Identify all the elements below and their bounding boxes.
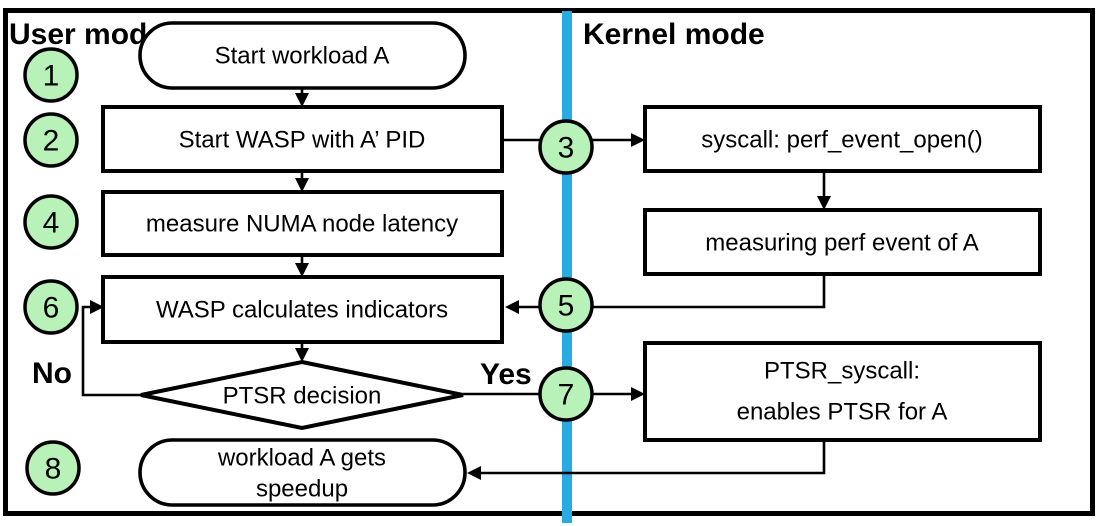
arrow-ptsr-to-speedup [480,440,826,475]
arrow-no-loop [81,305,141,397]
step-badge-1-circle [23,47,79,103]
node-ptsr-syscall-label-line2: enables PTSR for A [737,399,948,426]
step-badge-6-number: 6 [43,292,60,325]
node-measuring-perf [643,208,1042,276]
node-workload-speedup-label-line1: workload A gets [217,445,386,472]
node-syscall-open [643,105,1042,173]
step-badge-2-circle [23,112,79,168]
arrowhead-syscall-to-measuring [817,196,831,210]
step-badge-4-circle [23,194,79,250]
arrowhead-wasp-to-syscall [631,133,645,147]
step-badge-3-number: 3 [558,132,575,165]
node-ptsr-syscall-label-line1: PTSR_syscall: [764,358,920,385]
node-ptsr-decision-label: PTSR decision [223,383,382,410]
step-badges: 1 2 4 6 8 3 5 7 [23,47,594,496]
node-start-workload [138,21,467,90]
node-measure-numa-label: measure NUMA node latency [146,211,458,238]
node-measuring-perf-label: measuring perf event of A [705,230,979,257]
arrowhead-indicators-to-decision [295,348,309,362]
user-mode-label: User mode [9,18,164,51]
yes-branch-label: Yes [480,358,532,391]
node-ptsr-decision [140,359,464,431]
arrowhead-yes-to-ptsr [631,387,645,401]
step-badge-5-circle [538,277,594,333]
arrowhead-no-loop [90,300,104,314]
arrow-measuring-to-indicators [518,274,826,309]
step-badge-4-number: 4 [43,207,60,240]
arrowhead-measuring-to-indicators [505,300,519,314]
outer-border [3,8,1095,516]
step-badge-8-number: 8 [45,453,62,486]
step-badge-1-number: 1 [43,60,60,93]
kernel-mode-label: Kernel mode [583,18,765,51]
arrowhead-start-to-wasp [295,93,309,107]
step-badge-5-number: 5 [558,290,575,323]
no-branch-label: No [32,357,72,390]
node-measure-numa [101,190,504,257]
arrowhead-ptsr-to-speedup [467,466,481,480]
node-wasp-calculates-label: WASP calculates indicators [156,297,448,324]
step-badge-8-circle [25,440,81,496]
step-badge-6-circle [23,279,79,335]
node-workload-speedup-label-line2: speedup [256,476,348,503]
step-badge-2-number: 2 [43,125,60,158]
node-start-wasp [101,105,504,173]
node-workload-speedup [138,438,467,507]
arrowhead-numa-to-indicators [295,263,309,277]
node-start-workload-label: Start workload A [215,43,390,70]
step-badge-3-circle [538,119,594,175]
step-badge-7-circle [538,366,594,422]
node-syscall-open-label: syscall: perf_event_open() [701,127,982,154]
step-badge-7-number: 7 [558,379,575,412]
node-start-wasp-label: Start WASP with A’ PID [179,127,426,154]
node-ptsr-syscall [643,341,1042,442]
arrowhead-wasp-to-numa [295,178,309,192]
node-wasp-calculates [101,275,504,344]
